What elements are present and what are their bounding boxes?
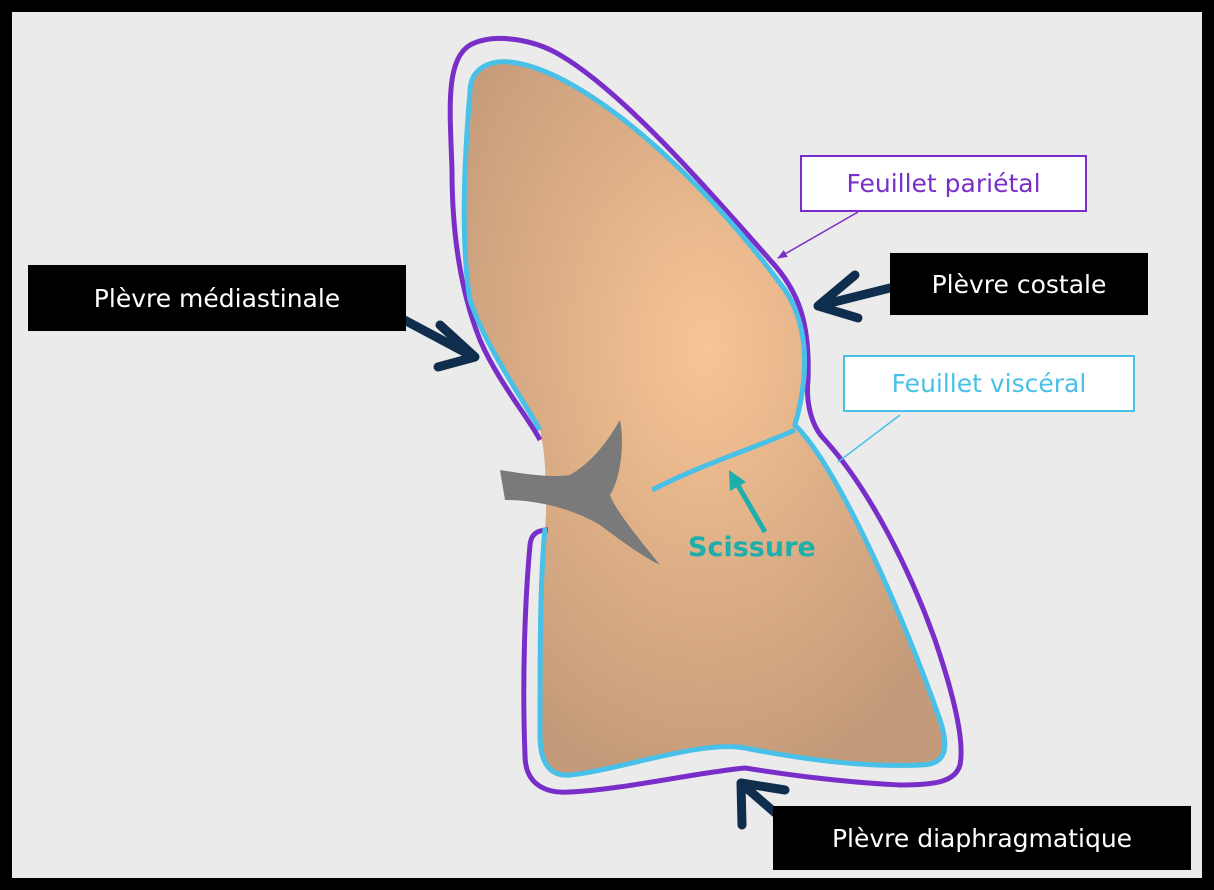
label-visceral-layer: Feuillet viscéral: [843, 355, 1135, 412]
label-parietal-layer: Feuillet pariétal: [800, 155, 1087, 212]
label-pleura-mediastinal: Plèvre médiastinale: [28, 265, 406, 331]
label-fissure: Scissure: [688, 532, 816, 563]
label-pleura-diaphragmatic: Plèvre diaphragmatique: [773, 806, 1191, 870]
label-pleura-costal: Plèvre costale: [890, 253, 1148, 315]
